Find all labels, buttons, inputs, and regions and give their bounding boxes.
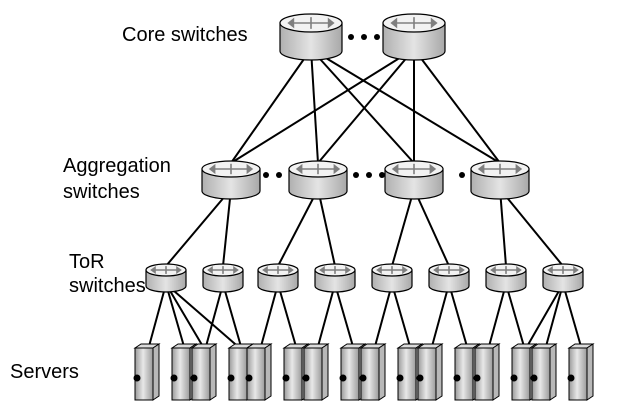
router-icon <box>287 17 335 29</box>
tor-server-link <box>391 283 412 351</box>
nodes <box>133 13 595 401</box>
router-icon <box>433 265 465 275</box>
server <box>133 343 161 401</box>
aggregation-switches-label-line2: switches <box>63 181 140 203</box>
core-agg-link <box>310 48 319 164</box>
agg-tor-link <box>413 188 450 267</box>
router-icon <box>150 265 182 275</box>
tor-server-link <box>204 283 224 351</box>
tor-switch <box>542 263 584 293</box>
core-switches-label: Core switches <box>122 24 248 46</box>
server <box>473 343 501 401</box>
core-agg-link <box>317 48 415 164</box>
core-agg-link <box>230 48 415 164</box>
server <box>359 343 387 401</box>
tor-switches-label-line2: switches <box>69 275 146 297</box>
tor-server-link <box>373 283 393 351</box>
server <box>416 343 444 401</box>
tor-switch <box>428 263 470 293</box>
agg-tor-link <box>499 188 507 267</box>
tor-server-link <box>430 283 450 351</box>
tor-server-link <box>165 283 206 351</box>
server <box>245 343 273 401</box>
agg-tor-link <box>391 188 415 267</box>
aggregation-switch <box>201 160 261 200</box>
servers-label: Servers <box>10 361 79 383</box>
router-icon <box>477 163 523 175</box>
tor-server-link <box>524 283 564 351</box>
tor-switch <box>371 263 413 293</box>
server <box>567 343 595 401</box>
tor-switch <box>202 263 244 293</box>
server <box>302 343 330 401</box>
router-icon <box>262 265 294 275</box>
agg-tor-link <box>499 188 564 267</box>
ellipsis-dots-icon <box>263 172 282 178</box>
aggregation-switch <box>288 160 348 200</box>
core-agg-link <box>310 48 415 164</box>
tor-server-link <box>334 283 355 351</box>
router-icon <box>207 265 239 275</box>
tor-server-link <box>222 283 243 351</box>
server <box>190 343 218 401</box>
ellipsis-dots-icon <box>459 172 465 178</box>
agg-tor-link <box>277 188 319 267</box>
tor-switch <box>257 263 299 293</box>
aggregation-switches-label-line1: Aggregation <box>63 155 171 177</box>
core-agg-link <box>310 48 501 164</box>
server <box>396 343 424 401</box>
tor-server-link <box>562 283 583 351</box>
links <box>147 48 583 351</box>
tor-server-link <box>487 283 507 351</box>
core-switch <box>382 13 446 61</box>
tor-server-link <box>316 283 336 351</box>
tor-server-link <box>505 283 526 351</box>
tor-server-link <box>147 283 167 351</box>
router-icon <box>490 265 522 275</box>
tor-switch <box>145 263 187 293</box>
ellipsis-dots <box>263 34 465 178</box>
agg-tor-link <box>317 188 336 267</box>
router-icon <box>295 163 341 175</box>
tor-server-link <box>165 283 243 351</box>
tor-switch <box>485 263 527 293</box>
router-icon <box>390 17 438 29</box>
ellipsis-dots-icon <box>353 172 385 178</box>
core-agg-link <box>230 48 312 164</box>
router-icon <box>547 265 579 275</box>
router-icon <box>319 265 351 275</box>
tor-server-link <box>448 283 469 351</box>
tor-server-link <box>259 283 279 351</box>
agg-tor-link <box>165 188 232 267</box>
core-agg-link <box>413 48 501 164</box>
ellipsis-dots-icon <box>348 34 380 40</box>
router-icon <box>391 163 437 175</box>
tor-switches-label-line1: ToR <box>69 251 105 273</box>
tor-server-link <box>165 283 186 351</box>
tor-server-link <box>544 283 564 351</box>
aggregation-switch <box>470 160 530 200</box>
tor-server-link <box>277 283 298 351</box>
agg-tor-link <box>222 188 232 267</box>
server <box>530 343 558 401</box>
router-icon <box>376 265 408 275</box>
tor-switch <box>314 263 356 293</box>
aggregation-switch <box>384 160 444 200</box>
router-icon <box>208 163 254 175</box>
core-switch <box>279 13 343 61</box>
